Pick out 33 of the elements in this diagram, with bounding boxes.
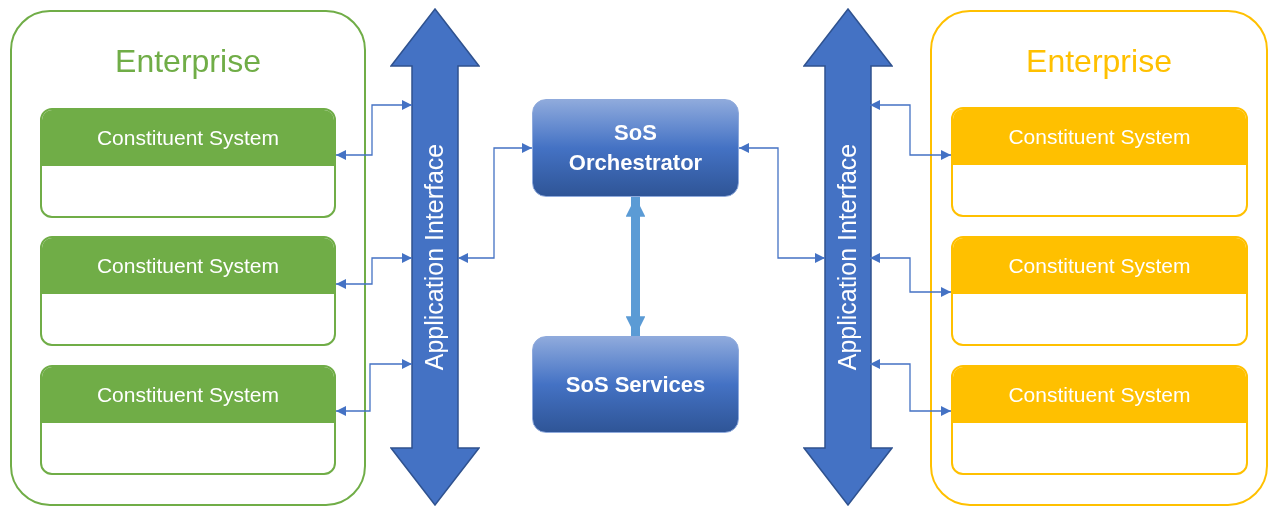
interface-label: Application Interface <box>419 143 450 371</box>
enterprise-container <box>930 10 1268 506</box>
system-title: Constituent System <box>96 382 280 409</box>
connector-arrow <box>625 197 646 336</box>
connector-arrow <box>869 252 952 298</box>
system-title: Constituent System <box>1008 124 1191 151</box>
system-title: Constituent System <box>1008 382 1191 409</box>
enterprise-container <box>10 10 366 506</box>
constituent-system-box <box>40 108 336 218</box>
constituent-system-box <box>951 365 1248 475</box>
service-box <box>532 99 739 197</box>
connector-arrow <box>335 358 413 417</box>
connector-arrow <box>335 99 413 161</box>
constituent-system-box <box>40 236 336 346</box>
constituent-system-box <box>951 236 1248 346</box>
interface-double-arrow <box>803 8 893 506</box>
enterprise-title: Enterprise <box>115 42 261 80</box>
constituent-system-box <box>951 107 1248 217</box>
system-title: Constituent System <box>96 253 280 280</box>
connector-arrow <box>335 252 413 290</box>
system-title: Constituent System <box>1008 253 1191 280</box>
interface-double-arrow <box>390 8 480 506</box>
enterprise-title: Enterprise <box>1026 42 1172 80</box>
service-title: SoS Orchestrator <box>567 119 704 177</box>
interface-label: Application Interface <box>832 143 863 371</box>
connector-arrow <box>869 99 952 161</box>
connector-arrow <box>869 358 952 417</box>
connector-arrow <box>457 142 533 264</box>
system-title: Constituent System <box>96 125 280 152</box>
service-title: SoS Services <box>565 370 706 399</box>
connector-arrow <box>738 142 826 264</box>
service-box <box>532 336 739 433</box>
constituent-system-box <box>40 365 336 475</box>
